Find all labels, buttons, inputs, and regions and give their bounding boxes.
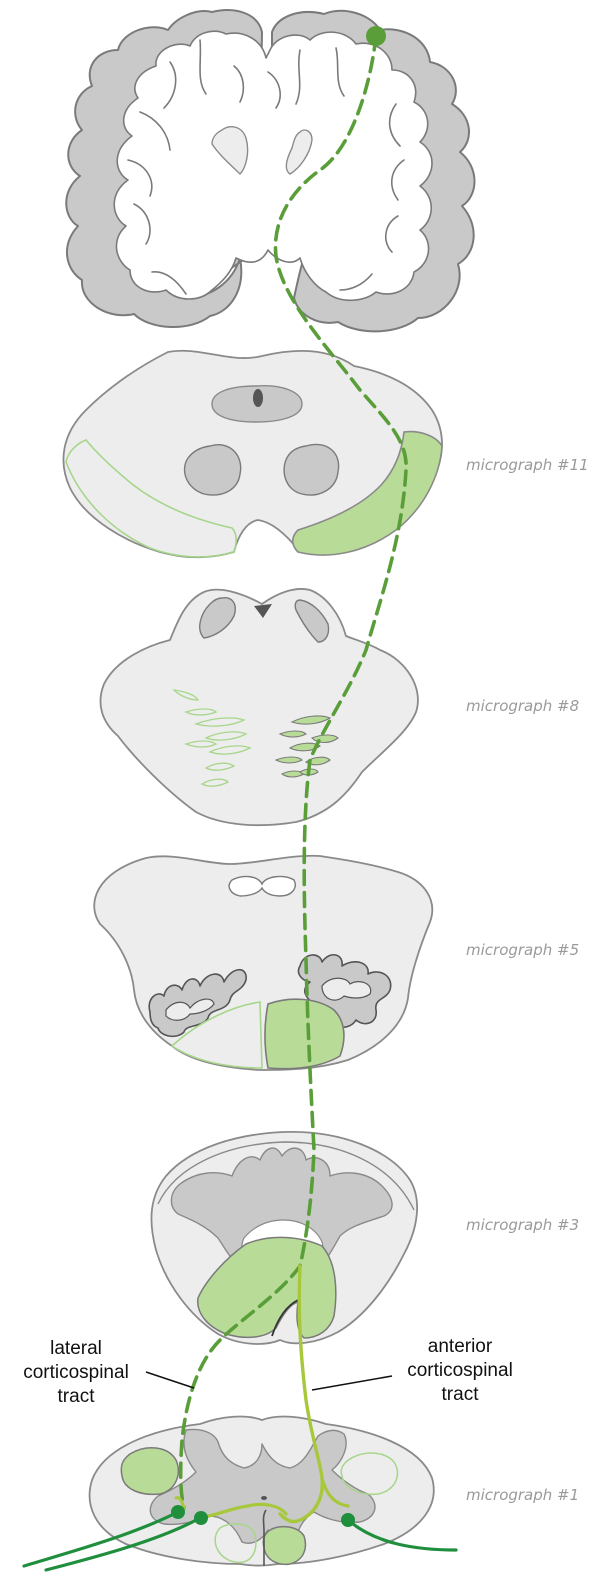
pyramid-right (265, 999, 344, 1068)
anterior-tract-label-line-2: corticospinal (407, 1360, 513, 1381)
anterior-leader-line (312, 1376, 392, 1390)
section-micrograph-5 (94, 856, 432, 1070)
lateral-tract-label: lateral corticospinal tract (23, 1338, 129, 1407)
lateral-tract-label-line-2: corticospinal (23, 1362, 129, 1383)
micrograph-label-3: micrograph #3 (466, 1216, 579, 1234)
anterior-tract-right (263, 1527, 305, 1565)
white-matter (114, 31, 432, 300)
motor-neuron-left-1 (171, 1505, 185, 1519)
section-micrograph-3 (151, 1132, 417, 1344)
brain-coronal-section (66, 10, 474, 331)
section-outline (100, 589, 417, 825)
section-micrograph-11 (63, 351, 442, 558)
section-micrograph-8 (100, 589, 417, 825)
lateral-tract-left (121, 1448, 178, 1495)
micrograph-label-11: micrograph #11 (466, 456, 589, 474)
anterior-tract-label-line-1: anterior (428, 1336, 493, 1357)
lateral-tract-label-line-3: tract (58, 1386, 96, 1407)
anterior-tract-label: anterior corticospinal tract (407, 1336, 513, 1405)
micrograph-label-5: micrograph #5 (466, 941, 579, 959)
micrograph-label-8: micrograph #8 (466, 697, 579, 715)
anterior-tract-label-line-3: tract (442, 1384, 480, 1405)
micrograph-label-1: micrograph #1 (466, 1486, 579, 1504)
cerebral-aqueduct (253, 389, 263, 407)
nucleus-right (284, 444, 339, 495)
central-canal (261, 1496, 267, 1500)
lateral-tract-label-line-1: lateral (50, 1338, 102, 1359)
lateral-leader-line (146, 1372, 194, 1388)
nucleus-left (185, 445, 241, 495)
motor-neuron-right (341, 1513, 355, 1527)
cortical-neuron-soma (366, 26, 386, 46)
motor-neuron-left-2 (194, 1511, 208, 1525)
